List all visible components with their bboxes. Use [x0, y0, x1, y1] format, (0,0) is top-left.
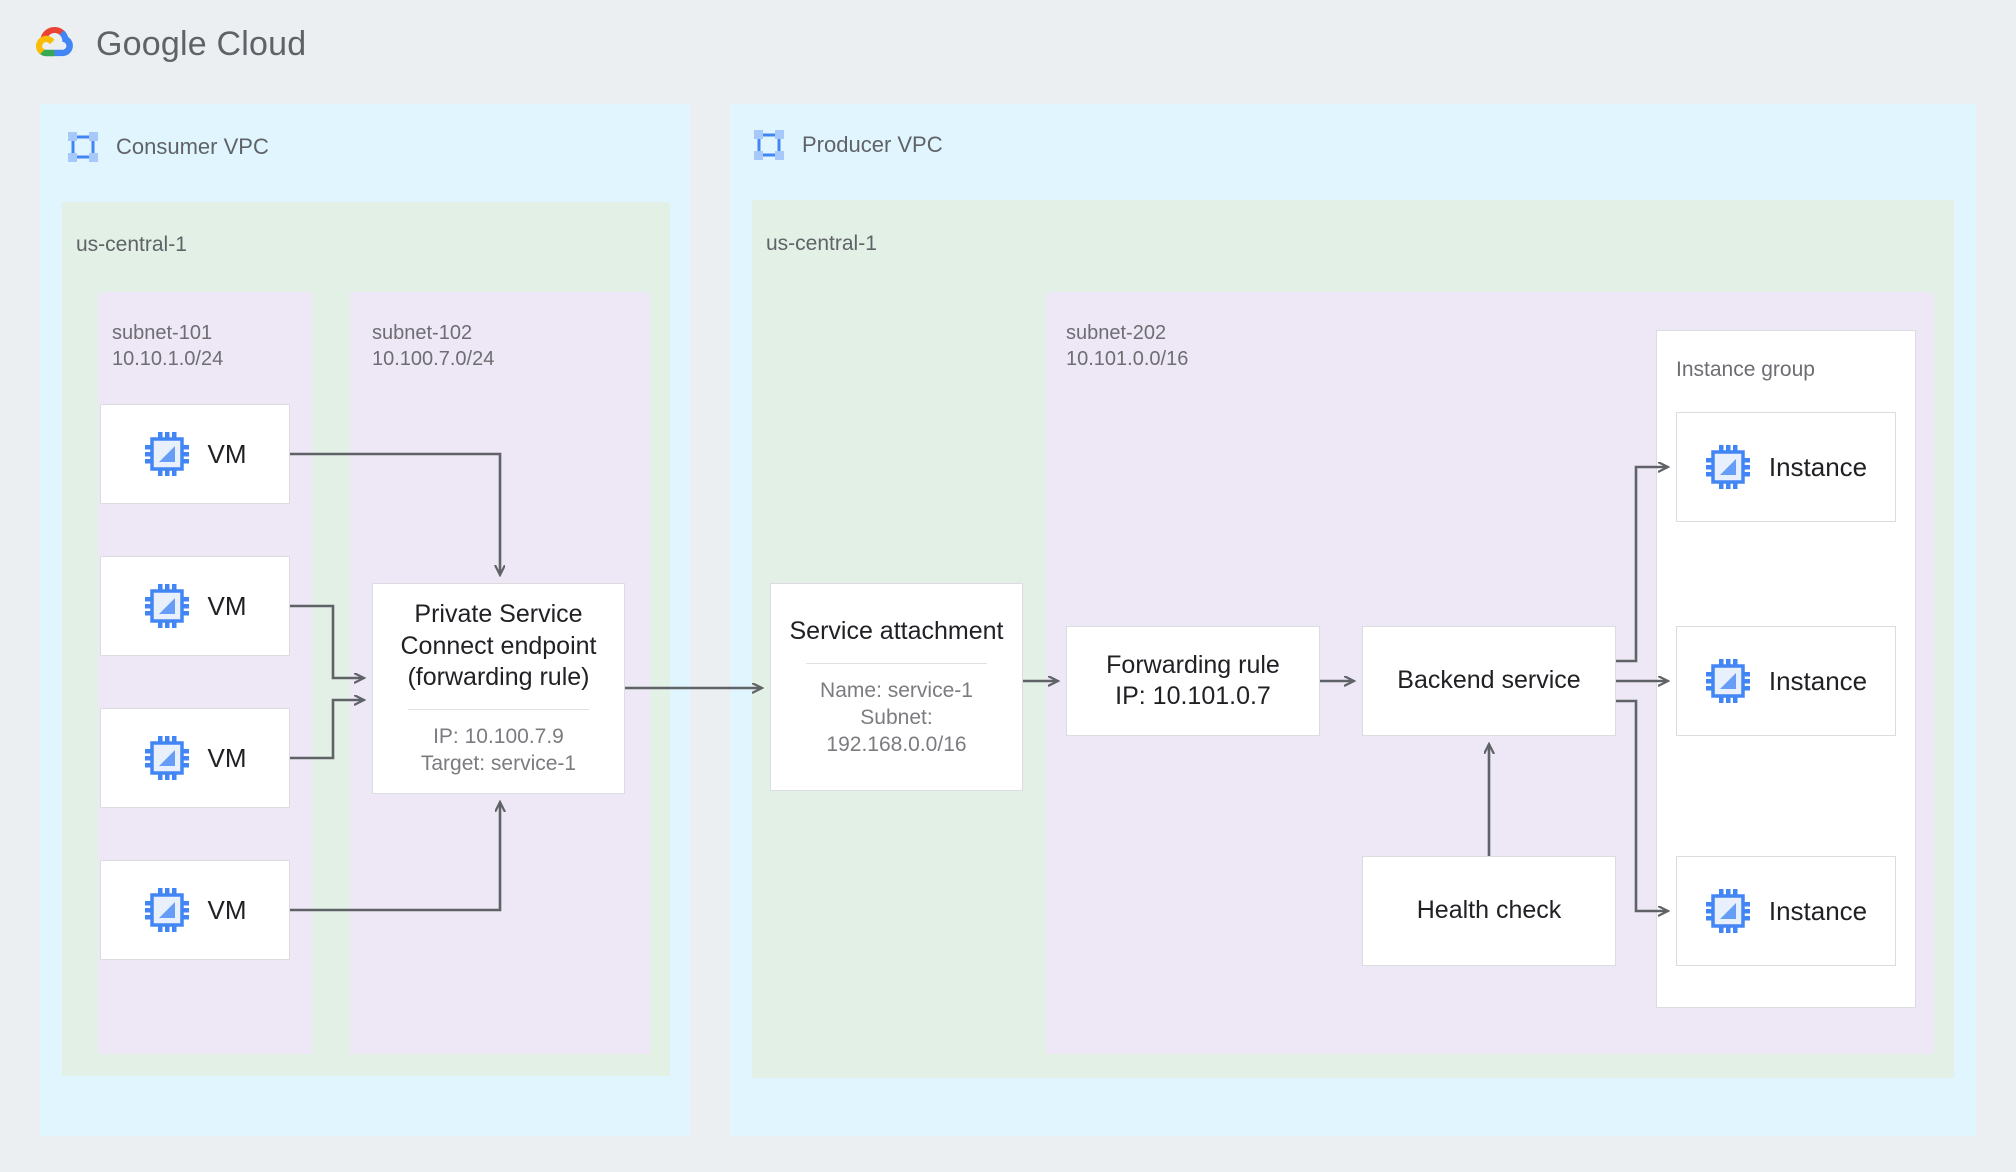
vm-node-2[interactable]: VM: [100, 556, 290, 656]
vm-chip-icon: [1705, 888, 1751, 934]
instance-node-1[interactable]: Instance: [1676, 412, 1896, 522]
google-cloud-logo-icon: [30, 22, 78, 66]
health-check-node[interactable]: Health check: [1362, 856, 1616, 966]
vm-chip-icon: [1705, 444, 1751, 490]
vpc-network-icon: [66, 130, 100, 164]
consumer-vpc-title: Consumer VPC: [116, 134, 269, 159]
vpc-network-icon: [752, 128, 786, 162]
vm-chip-icon: [144, 887, 190, 933]
forwarding-rule-title: Forwarding rule IP: 10.101.0.7: [1106, 650, 1280, 710]
service-attachment-stack: Service attachment Name: service-1 Subne…: [771, 584, 1022, 790]
brand-header: Google Cloud: [30, 22, 306, 66]
vm-row-3: VM: [144, 735, 247, 781]
psc-endpoint-details: IP: 10.100.7.9 Target: service-1: [420, 725, 577, 775]
subnet-102-label: subnet-102 10.100.7.0/24: [372, 322, 495, 371]
instance-row-2: Instance: [1705, 658, 1867, 704]
vm-label-1: VM: [207, 438, 247, 469]
instance-group-label: Instance group: [1676, 358, 1815, 381]
instance-label-1: Instance: [1768, 451, 1868, 482]
subnet-202-label: subnet-202 10.101.0.0/16: [1066, 322, 1189, 371]
vm-chip-icon: [144, 583, 190, 629]
vm-label-4: VM: [207, 894, 247, 925]
psc-endpoint-title: Private Service Connect endpoint (forwar…: [400, 600, 597, 691]
backend-service-node[interactable]: Backend service: [1362, 626, 1616, 736]
vm-chip-icon: [144, 735, 190, 781]
service-attachment-node[interactable]: Service attachment Name: service-1 Subne…: [770, 583, 1023, 791]
service-attachment-divider: [806, 662, 987, 664]
vm-node-1[interactable]: VM: [100, 404, 290, 504]
consumer-region-label: us-central-1: [76, 233, 187, 256]
psc-endpoint-stack: Private Service Connect endpoint (forwar…: [373, 584, 624, 793]
instance-node-3[interactable]: Instance: [1676, 856, 1896, 966]
brand-title: Google Cloud: [96, 25, 306, 64]
forwarding-rule-node[interactable]: Forwarding rule IP: 10.101.0.7: [1066, 626, 1320, 736]
psc-endpoint-divider: [408, 709, 589, 710]
brand-name-light: Cloud: [216, 24, 307, 63]
backend-service-title: Backend service: [1397, 666, 1581, 695]
producer-vpc-title: Producer VPC: [802, 132, 943, 157]
brand-name-bold: Google: [96, 24, 207, 63]
producer-vpc-header: Producer VPC: [752, 128, 943, 162]
vm-label-3: VM: [207, 742, 247, 773]
service-attachment-details: Name: service-1 Subnet: 192.168.0.0/16: [820, 678, 973, 756]
subnet-101-label: subnet-101 10.10.1.0/24: [112, 322, 224, 371]
health-check-title: Health check: [1416, 896, 1562, 925]
instance-row-3: Instance: [1705, 888, 1867, 934]
instance-row-1: Instance: [1705, 444, 1867, 490]
psc-endpoint-node[interactable]: Private Service Connect endpoint (forwar…: [372, 583, 625, 794]
instance-label-2: Instance: [1768, 665, 1868, 696]
vm-node-3[interactable]: VM: [100, 708, 290, 808]
vm-row-1: VM: [144, 431, 247, 477]
vm-row-2: VM: [144, 583, 247, 629]
consumer-vpc-header: Consumer VPC: [66, 130, 269, 164]
vm-label-2: VM: [207, 590, 247, 621]
instance-label-3: Instance: [1768, 895, 1868, 926]
vm-node-4[interactable]: VM: [100, 860, 290, 960]
vm-chip-icon: [1705, 658, 1751, 704]
producer-region-label: us-central-1: [766, 232, 877, 255]
vm-chip-icon: [144, 431, 190, 477]
vm-row-4: VM: [144, 887, 247, 933]
instance-node-2[interactable]: Instance: [1676, 626, 1896, 736]
service-attachment-title: Service attachment: [789, 616, 1004, 645]
